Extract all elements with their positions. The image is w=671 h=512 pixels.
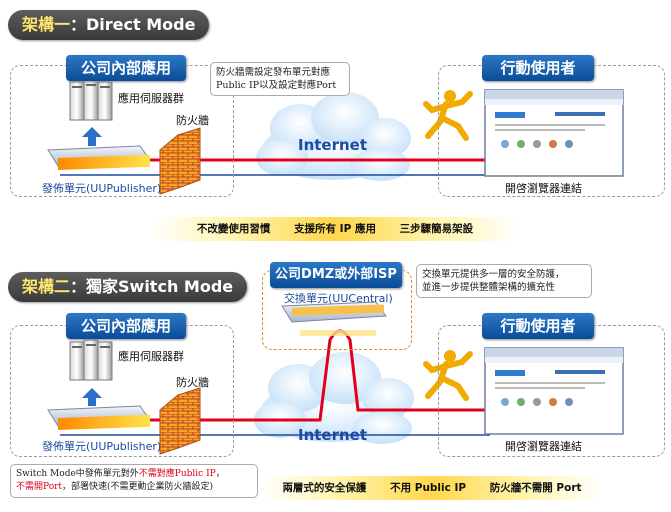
firewall-icon [159, 127, 201, 195]
arch1-feature-1: 不改變使用習慣 [196, 223, 271, 235]
switch-label: 交換單元(UUCentral) [284, 292, 393, 305]
up-arrow-icon [82, 127, 102, 146]
firewall-icon [159, 387, 201, 455]
running-man-icon [423, 90, 473, 141]
arch2-company-tab: 公司內部應用 [66, 313, 186, 339]
arch2-publisher-label: 發佈單元(UUPublisher) [42, 440, 162, 453]
arch2-feature-1: 兩層式的安全保護 [282, 482, 367, 494]
browser-window-icon [484, 89, 624, 177]
arch1-internet-label: Internet [298, 136, 368, 154]
arch2-title-mode: ：獨家Switch Mode [70, 277, 234, 296]
arch1-mobile-box [438, 65, 665, 197]
arch1-company-box [10, 65, 234, 197]
up-arrow-icon [82, 388, 102, 406]
arch2-internet-label: Internet [298, 426, 368, 444]
arch2-title-label: 架構二 [22, 277, 71, 296]
publisher-device-icon [47, 145, 151, 170]
arch1-feature-3: 三步驟簡易架設 [399, 223, 474, 235]
arch1-title-label: 架構一 [22, 15, 71, 34]
arch1-company-tab: 公司內部應用 [66, 55, 186, 81]
arch1-server-label: 應用伺服器群 [118, 92, 184, 105]
arch2-browser-label: 開啓瀏覽器連結 [505, 440, 582, 453]
arch1-feature-banner: 不改變使用習慣 支援所有 IP 應用 三步驟簡易架設 [150, 217, 520, 241]
switch-device-icon [281, 301, 387, 336]
arch2-mobile-tab: 行動使用者 [482, 313, 594, 339]
dmz-tab: 公司DMZ或外部ISP [270, 262, 402, 288]
no-public-ip-note: 不需對應Public IP [138, 469, 216, 479]
switch-mode-callout: Switch Mode中發佈單元對外不需對應Public IP， 不需開Port… [10, 464, 258, 498]
arch2-firewall-label: 防火牆 [176, 376, 209, 389]
arch1-firewall-callout: 防火牆需設定發布單元對應 Public IP以及設定對應Port [210, 62, 350, 96]
arch1-browser-label: 開啓瀏覽器連結 [505, 182, 582, 195]
running-man-icon [423, 350, 473, 401]
arch1-publisher-label: 發佈單元(UUPublisher) [42, 182, 162, 195]
no-port-note: 不需開Port [16, 482, 63, 492]
arch2-server-label: 應用伺服器群 [118, 350, 184, 363]
publisher-device-icon [47, 405, 151, 430]
arch2-feature-banner: 兩層式的安全保護 不用 Public IP 防火牆不需開 Port [262, 476, 602, 500]
arch1-firewall-label: 防火牆 [176, 114, 209, 127]
cloud-icon [256, 92, 411, 181]
arch2-feature-2: 不用 Public IP [390, 482, 467, 494]
server-icon [69, 339, 113, 381]
arch2-feature-3: 防火牆不需開 Port [489, 482, 582, 494]
arch1-title: 架構一：Direct Mode [8, 10, 210, 40]
browser-window-icon [484, 347, 624, 435]
arch1-feature-2: 支援所有 IP 應用 [294, 223, 376, 235]
arch1-mobile-tab: 行動使用者 [482, 55, 594, 81]
switch-callout: 交換單元提供多一層的安全防護， 並進一步提供整體架構的擴充性 [416, 264, 592, 298]
arch1-title-mode: ：Direct Mode [70, 15, 196, 34]
arch2-title: 架構二：獨家Switch Mode [8, 272, 248, 302]
